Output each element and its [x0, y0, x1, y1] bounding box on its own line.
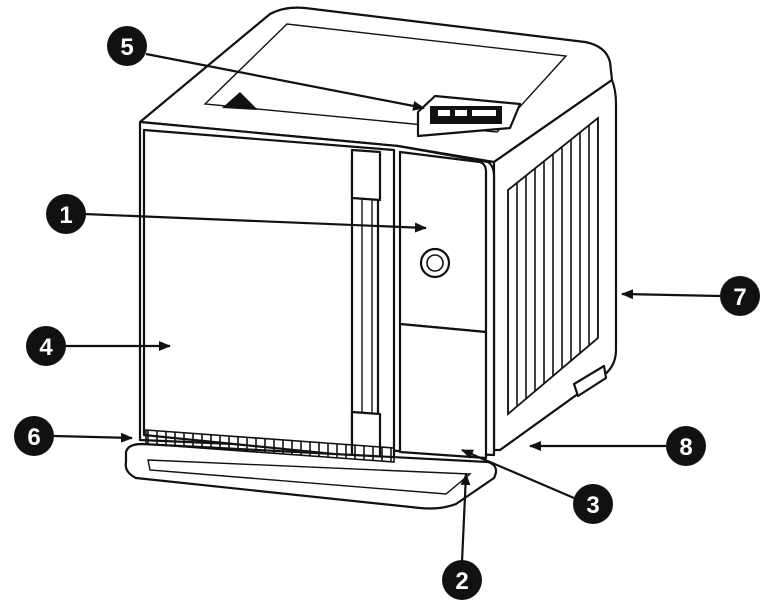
callout-5: 5 — [107, 26, 147, 66]
callout-label: 3 — [586, 492, 599, 519]
leader-1 — [83, 212, 427, 233]
triangle-marker — [222, 92, 258, 110]
door-handle — [350, 148, 382, 464]
leader-7 — [621, 289, 721, 300]
callout-label: 4 — [39, 334, 53, 361]
side-vent-grille — [507, 116, 599, 416]
callout-label: 8 — [679, 434, 692, 461]
callout-7: 7 — [720, 276, 760, 316]
callout-4: 4 — [26, 326, 66, 366]
callout-2: 2 — [442, 560, 482, 600]
leader-2 — [460, 473, 471, 563]
drip-tray-inner — [147, 459, 472, 495]
control-display — [416, 94, 522, 138]
callout-3: 3 — [573, 484, 613, 524]
control-panel-upper — [398, 150, 488, 334]
callout-1: 1 — [46, 194, 86, 234]
leader-5 — [145, 52, 425, 111]
control-knob — [419, 247, 451, 279]
right-foot — [572, 364, 608, 398]
callout-label: 7 — [733, 284, 746, 311]
callout-label: 6 — [27, 424, 40, 451]
callout-8: 8 — [666, 426, 706, 466]
drip-tray — [124, 442, 498, 510]
bottom-grille — [145, 429, 395, 463]
callout-label: 2 — [455, 568, 468, 595]
control-panel-lower — [398, 322, 488, 460]
callout-6: 6 — [14, 416, 54, 456]
leader-6 — [53, 432, 133, 443]
top-panel-inset — [203, 23, 568, 133]
leader-3 — [461, 448, 575, 500]
callout-label: 1 — [59, 202, 72, 229]
callout-label: 5 — [120, 34, 133, 61]
